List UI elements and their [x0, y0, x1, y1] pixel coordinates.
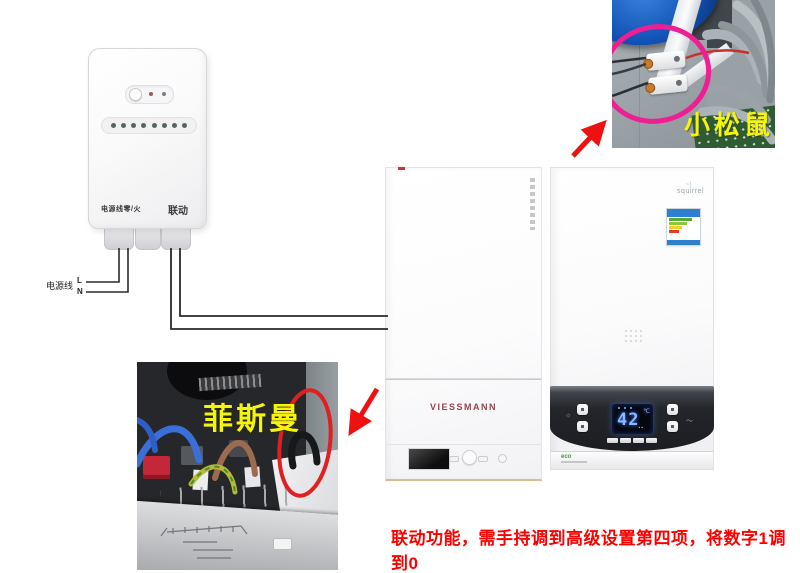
speaker-dot-grid	[625, 330, 643, 342]
boiler-dial	[462, 450, 477, 465]
energy-label-footer	[667, 240, 700, 245]
squirrel-logo-text: squirrel	[677, 188, 704, 195]
led-dot-icon	[110, 123, 116, 128]
led-dot-icon	[151, 123, 157, 128]
boiler-button	[478, 456, 488, 462]
led-dot-icon	[120, 123, 126, 128]
terminal-hole-icon	[675, 79, 683, 87]
energy-bar-icon	[669, 218, 693, 221]
control-panel: ☼ 42 ℃ ▪▪ 〜	[550, 386, 714, 451]
squirrel-logo-icon: ~)	[685, 182, 692, 188]
temperature-value: 42	[617, 410, 640, 430]
boiler-panel-seam	[386, 378, 541, 380]
led-dot-icon	[141, 123, 147, 128]
linkage-port-label: 联动	[168, 206, 188, 217]
live-wire	[86, 248, 120, 283]
boiler-button	[449, 456, 459, 462]
led-dot-icon	[182, 123, 188, 128]
arrow-to-squirrel-photo	[571, 119, 607, 158]
gray-connector	[181, 446, 203, 465]
controller-top-panel	[125, 85, 174, 104]
panel-button-down-left	[577, 421, 588, 432]
panel-button-down-right	[667, 421, 678, 432]
arrow-to-viessmann-photo	[348, 387, 380, 436]
linkage-wire-2	[170, 248, 388, 330]
squirrel-caption: 小松鼠	[683, 110, 774, 140]
photo-viessmann-wiring: 菲斯曼	[137, 362, 338, 570]
viessmann-boiler: VIESSMANN	[385, 167, 542, 481]
boiler-round-button	[498, 454, 507, 463]
hot-water-mode-icon: 〜	[686, 418, 693, 425]
viessmann-caption: 菲斯曼	[203, 403, 302, 436]
gray-connector	[229, 440, 248, 457]
linkage-controller: 电源线零/火 联动	[88, 48, 207, 229]
status-led-icon	[162, 92, 166, 96]
energy-bar-icon	[669, 222, 688, 225]
display-dots: ▪▪	[638, 425, 644, 431]
temperature-display: 42 ℃ ▪▪	[612, 404, 653, 434]
red-connector	[143, 456, 170, 479]
brass-ferrule-icon	[644, 82, 656, 94]
power-port-label: 电源线零/火	[101, 206, 141, 213]
boiler-bottom-strip: eco	[551, 451, 713, 469]
terminal-hole-icon	[673, 55, 681, 63]
led-indicator-strip	[101, 117, 197, 134]
photo-squirrel-wiring: 小松鼠	[612, 0, 775, 148]
tile-grout-line	[639, 45, 640, 148]
squirrel-boiler: ~) squirrel ☼ 42 ℃ ▪▪ 〜	[550, 167, 714, 470]
led-dot-icon	[161, 123, 167, 128]
power-line-label: 电源线	[46, 281, 74, 291]
squirrel-logo: ~) squirrel	[677, 182, 704, 195]
brass-ferrule-icon	[642, 58, 654, 70]
display-status-icons	[618, 407, 632, 409]
energy-bar-icon	[669, 230, 679, 233]
flap-clip	[273, 538, 292, 550]
led-dot-icon	[172, 123, 178, 128]
neutral-wire	[86, 248, 129, 293]
model-vertical-text	[530, 178, 535, 230]
eco-sub-text	[561, 461, 587, 463]
led-dot-icon	[131, 123, 137, 128]
energy-label-header	[667, 209, 700, 217]
panel-button-up-right	[667, 404, 678, 415]
live-wire-label: L	[77, 276, 82, 285]
eco-logo: eco	[561, 454, 572, 460]
status-led-icon	[149, 92, 153, 96]
instruction-text: 联动功能，需手持调到高级设置第四项，将数字1调到0	[391, 529, 786, 573]
boiler-display	[408, 448, 450, 470]
linkage-wire-1	[179, 248, 388, 317]
panel-button-up-left	[577, 404, 588, 415]
viessmann-logo: VIESSMANN	[429, 402, 497, 412]
energy-label-sticker	[666, 208, 701, 246]
heating-mode-icon: ☼	[565, 412, 572, 419]
energy-bar-icon	[669, 226, 683, 229]
temperature-unit: ℃	[643, 409, 650, 415]
control-panel-seam	[386, 444, 541, 445]
boiler-top-red-mark	[398, 167, 405, 170]
onoff-button	[129, 88, 142, 101]
neutral-wire-label: N	[77, 287, 83, 296]
function-button-row	[607, 438, 657, 443]
